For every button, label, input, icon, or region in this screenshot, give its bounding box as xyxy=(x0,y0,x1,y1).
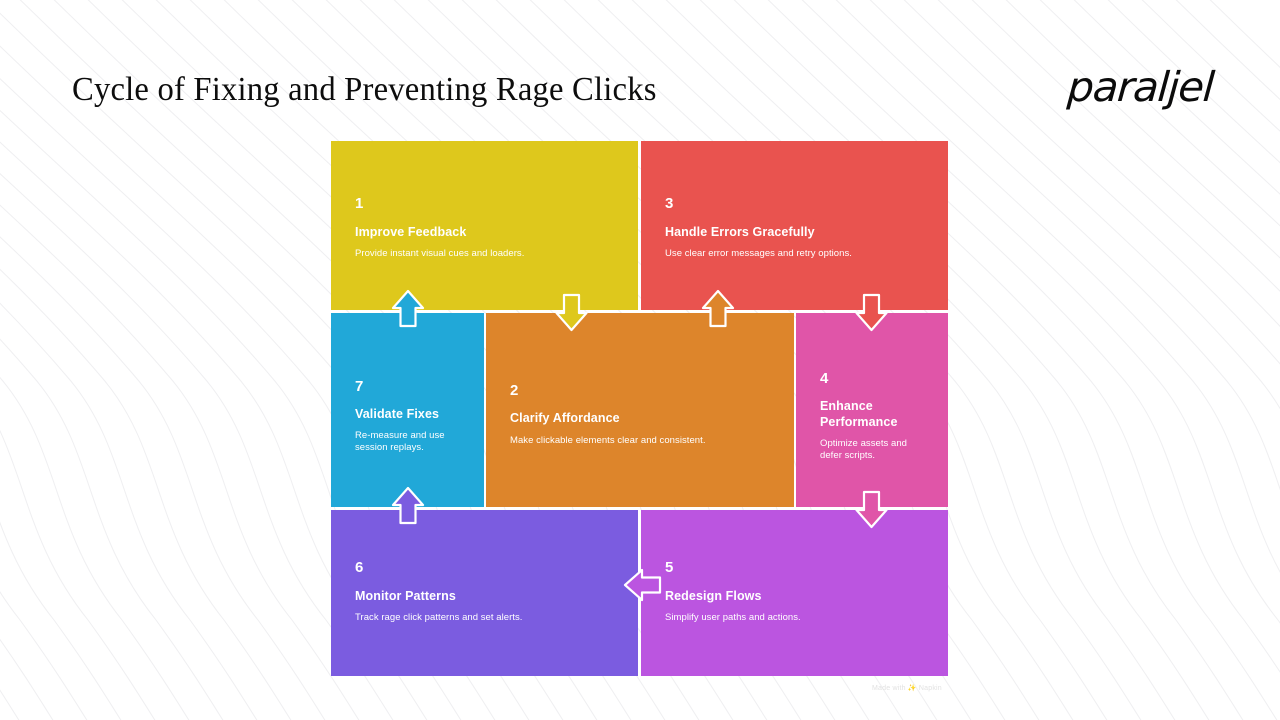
step-number: 6 xyxy=(355,559,364,576)
brand-logo-text: paraljel xyxy=(1065,62,1216,111)
step-description: Optimize assets and defer scripts. xyxy=(820,438,908,461)
step-number: 3 xyxy=(665,195,674,212)
brand-logo: paraljel xyxy=(1065,62,1216,111)
step-description: Provide instant visual cues and loaders. xyxy=(355,248,525,259)
step-block-2[interactable]: 2 Clarify Affordance Make clickable elem… xyxy=(486,313,794,507)
step-block-5[interactable]: 5 Redesign Flows Simplify user paths and… xyxy=(641,510,948,676)
step-description: Simplify user paths and actions. xyxy=(665,612,801,623)
watermark: Made with ✨ Napkin xyxy=(872,685,942,692)
step-block-1[interactable]: 1 Improve Feedback Provide instant visua… xyxy=(331,141,638,310)
step-number: 2 xyxy=(510,382,519,399)
step-title: Enhance Performance xyxy=(820,399,898,429)
step-number: 5 xyxy=(665,559,674,576)
step-description: Use clear error messages and retry optio… xyxy=(665,248,852,259)
step-block-7[interactable]: 7 Validate Fixes Re-measure and use sess… xyxy=(331,313,484,507)
step-description: Re-measure and use session replays. xyxy=(355,430,445,453)
step-number: 4 xyxy=(820,370,829,387)
step-title: Monitor Patterns xyxy=(355,589,456,603)
step-title: Redesign Flows xyxy=(665,589,762,603)
cycle-diagram: 1 Improve Feedback Provide instant visua… xyxy=(331,141,948,676)
step-block-4[interactable]: 4 Enhance Performance Optimize assets an… xyxy=(796,313,948,507)
step-block-6[interactable]: 6 Monitor Patterns Track rage click patt… xyxy=(331,510,638,676)
step-title: Improve Feedback xyxy=(355,225,467,239)
step-block-3[interactable]: 3 Handle Errors Gracefully Use clear err… xyxy=(641,141,948,310)
step-title: Clarify Affordance xyxy=(510,411,620,425)
step-description: Make clickable elements clear and consis… xyxy=(510,435,706,446)
step-title: Handle Errors Gracefully xyxy=(665,225,815,239)
page-title: Cycle of Fixing and Preventing Rage Clic… xyxy=(72,71,657,108)
step-number: 7 xyxy=(355,378,364,395)
step-number: 1 xyxy=(355,195,364,212)
step-title: Validate Fixes xyxy=(355,407,440,421)
step-description: Track rage click patterns and set alerts… xyxy=(355,612,523,623)
